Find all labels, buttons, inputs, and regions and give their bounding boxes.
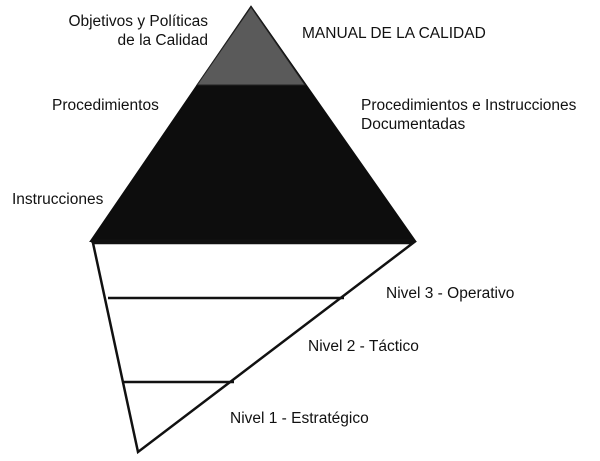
document-pyramid [89,5,417,243]
level-1-strategic-label: Nivel 1 - Estratégico [230,410,369,427]
objectives-policies-label: Objetivos y Políticas de la Calidad [40,12,208,50]
level-2-tactical-label: Nivel 2 - Táctico [308,338,419,355]
documented-procedures-label: Procedimientos e Instrucciones Documenta… [361,96,576,134]
procedures-label: Procedimientos [52,97,159,114]
objectives-policies-line2: de la Calidad [117,32,208,49]
levels-pyramid [91,241,417,455]
quality-manual-label: MANUAL DE LA CALIDAD [302,25,486,42]
pyramid-apex-section [196,6,306,86]
objectives-policies-line1: Objetivos y Políticas [68,13,208,30]
instructions-label: Instrucciones [12,191,104,208]
level-3-operational-label: Nivel 3 - Operativo [386,285,515,302]
documented-procedures-line2: Documentadas [361,116,466,133]
inverted-pyramid-outline [91,241,417,455]
documented-procedures-line1: Procedimientos e Instrucciones [361,97,577,114]
